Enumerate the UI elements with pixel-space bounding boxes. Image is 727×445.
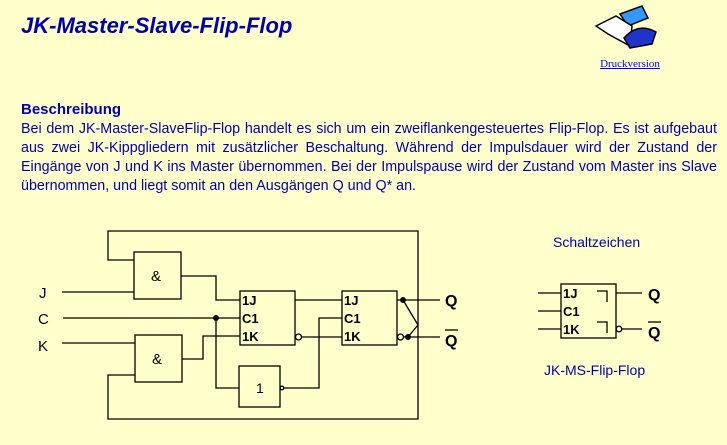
description-text: Bei dem JK-Master-SlaveFlip-Flop handelt… (21, 121, 717, 194)
pin-label: 1K (344, 329, 361, 344)
symbol-q-label: Q (648, 287, 660, 304)
section-heading: Beschreibung (21, 101, 122, 118)
pin-label: 1J (242, 293, 256, 308)
pin-label: 1K (563, 322, 580, 337)
input-c-label: C (38, 311, 49, 328)
flipflop-symbol (538, 283, 661, 339)
print-link[interactable]: Druckversion (600, 58, 660, 70)
page-title: JK-Master-Slave-Flip-Flop (21, 13, 293, 38)
pin-label: 1J (344, 293, 358, 308)
output-qbar-label: Q (445, 333, 457, 350)
output-q-label: Q (445, 293, 457, 310)
input-j-label: J (39, 285, 47, 302)
print-version[interactable]: Druckversion (590, 2, 670, 72)
pin-label: C1 (242, 311, 259, 326)
symbol-caption: JK-MS-Flip-Flop (544, 362, 645, 378)
pin-label: C1 (563, 304, 580, 319)
pin-label: C1 (344, 311, 361, 326)
symbol-qbar-label: Q (648, 325, 660, 342)
not-label: 1 (256, 380, 264, 396)
and-label: & (152, 351, 162, 368)
pin-label: 1K (242, 329, 259, 344)
printer-icon (594, 5, 657, 49)
symbol-heading: Schaltzeichen (553, 234, 640, 250)
input-k-label: K (38, 338, 48, 355)
not-gate (238, 365, 281, 408)
pin-label: 1J (563, 286, 577, 301)
and-label: & (151, 268, 161, 285)
